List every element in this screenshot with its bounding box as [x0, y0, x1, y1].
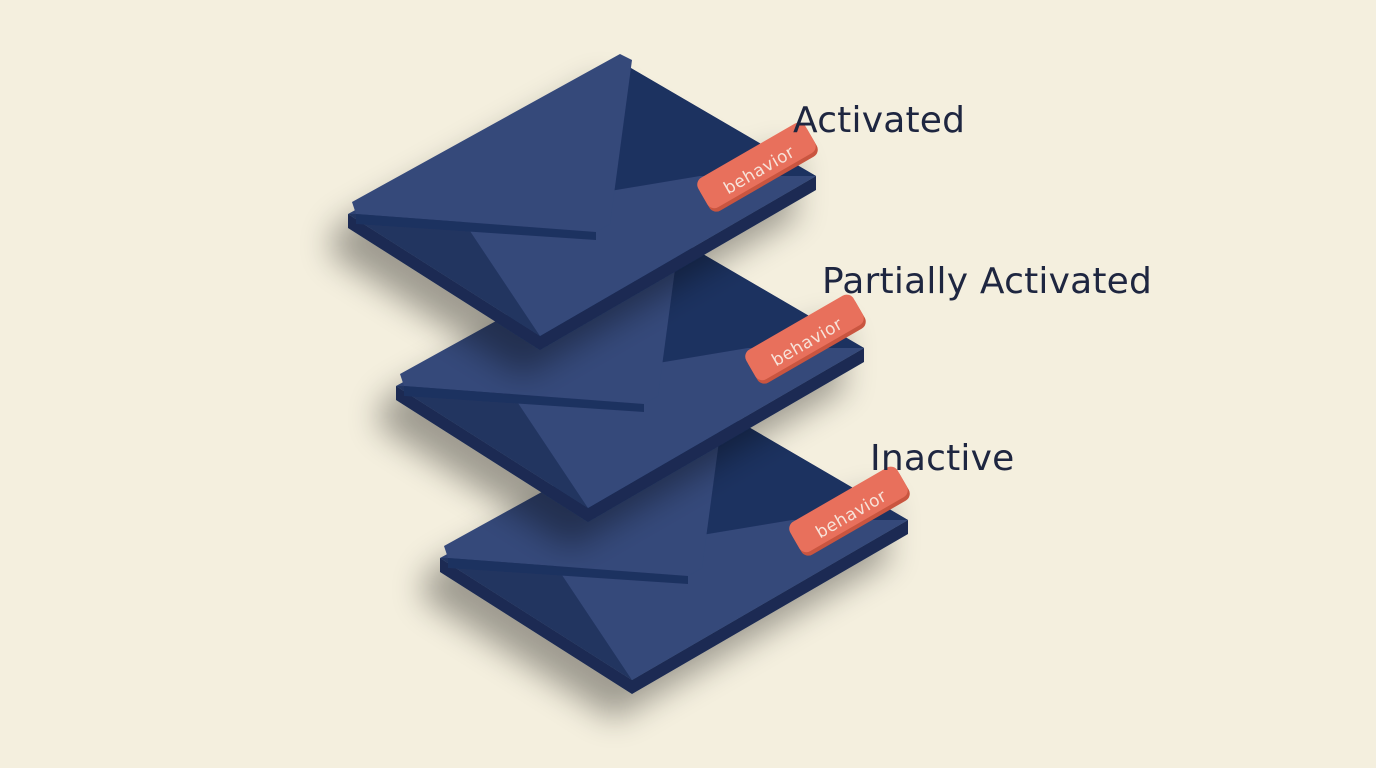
state-label-partially-activated: Partially Activated	[822, 261, 1153, 302]
state-label-inactive: Inactive	[870, 438, 1015, 479]
envelope-activated: behavior	[348, 54, 818, 350]
envelope-partially-activated: behavior	[396, 226, 866, 522]
state-label-activated: Activated	[793, 100, 966, 141]
